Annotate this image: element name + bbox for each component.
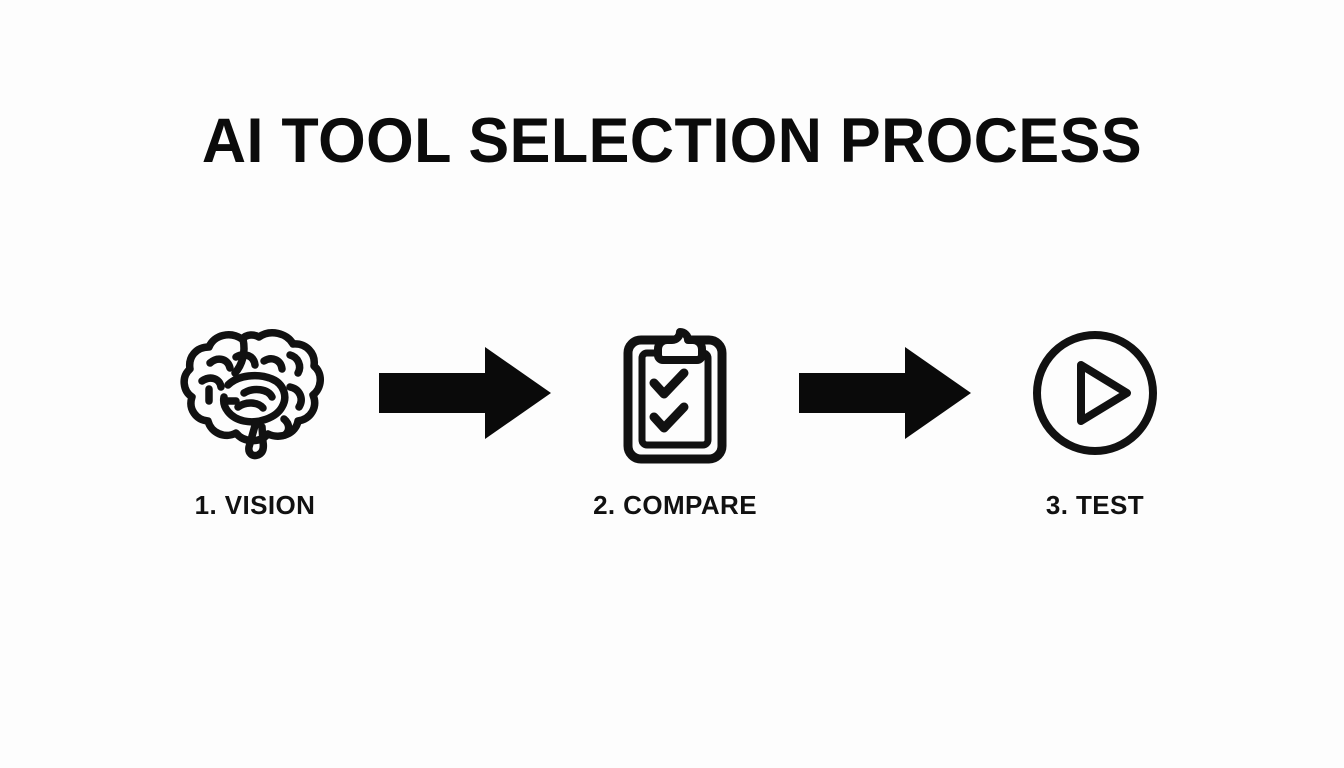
clipboard-check-icon <box>619 318 731 468</box>
process-flow: 1. VISION <box>150 318 1200 548</box>
process-step-compare[interactable]: 2. COMPARE <box>570 318 780 521</box>
process-step-label: 2. COMPARE <box>593 490 757 520</box>
process-step-test[interactable]: 3. TEST <box>990 318 1200 521</box>
play-circle-icon <box>1027 318 1163 468</box>
brain-icon <box>180 318 330 468</box>
arrow-right-icon <box>790 318 980 468</box>
process-step-label: 3. TEST <box>1045 490 1145 520</box>
process-step-label: 1. VISION <box>194 490 316 520</box>
process-step-vision[interactable]: 1. VISION <box>150 318 360 521</box>
arrow-right-icon <box>370 318 560 468</box>
page-title: AI TOOL SELECTION PROCESS <box>201 106 1143 176</box>
